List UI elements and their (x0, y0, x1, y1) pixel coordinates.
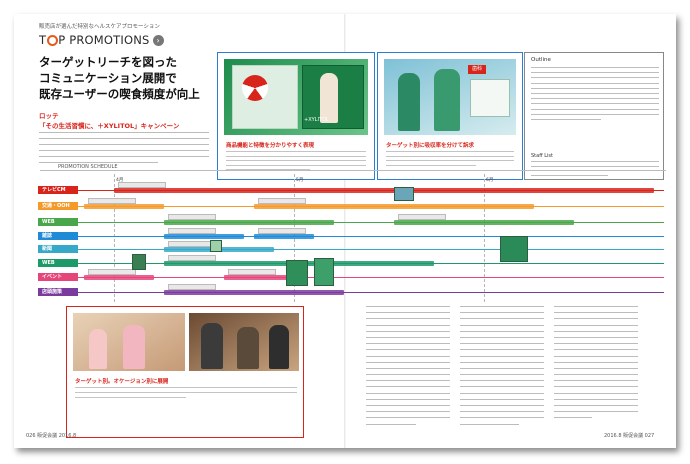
article-column-3 (554, 306, 638, 424)
logo-o-ring (46, 34, 58, 46)
schedule-row-label: イベント (38, 273, 78, 281)
schedule-bar (84, 204, 164, 209)
schedule-row-label: 新聞 (38, 245, 78, 253)
web-thumbnail (500, 236, 528, 262)
schedule-bar (84, 275, 154, 280)
schedule-note-box (168, 214, 216, 220)
footer-right: 2016.8 販促会議 027 (604, 433, 655, 439)
person-figure (89, 329, 107, 369)
logo-text-rest: P PROMOTIONS (58, 33, 150, 47)
outline-title: Outline (531, 57, 551, 63)
panel-a-caption-text (226, 151, 366, 174)
poster-brand: +XYLITOL (304, 117, 329, 123)
schedule-bar (114, 188, 654, 193)
headline-line-3: 既存ユーザーの喫食頻度が向上 (39, 87, 200, 101)
schedule-note-box (258, 198, 306, 204)
article-column-1 (366, 306, 450, 430)
schedule-note-box (258, 228, 306, 234)
outline-box: Outline Staff List (524, 52, 664, 180)
headline-line-2: コミュニケーション展開で (39, 71, 177, 85)
month-divider (484, 174, 485, 302)
person-figure (398, 73, 420, 131)
store-display-thumbnail (286, 260, 308, 286)
person-figure (269, 325, 289, 369)
schedule-bar (254, 204, 534, 209)
logo-text-t: T (39, 33, 47, 47)
person-figure (434, 69, 460, 131)
product-poster-photo: +XYLITOL (224, 59, 368, 135)
schedule-note-box (118, 182, 166, 188)
schedule-bar (164, 290, 344, 295)
schedule-row-line (78, 292, 664, 293)
schedule-row-line (78, 222, 664, 223)
panel-b-caption-text (386, 151, 514, 169)
schedule-bar (164, 220, 334, 225)
outline-text (531, 67, 659, 124)
tvcm-thumbnail (394, 187, 414, 201)
month-label-6: 6月 (486, 178, 494, 183)
schedule-row-label: 交通・OOH (38, 202, 78, 210)
person-figure (123, 325, 145, 369)
dental-scene-photo: 歯科 (384, 59, 516, 135)
clinic-tag: 歯科 (468, 65, 486, 74)
top-promotions-logo: T P PROMOTIONS › (39, 32, 164, 48)
poster-left (232, 65, 298, 129)
headline-line-1: ターゲットリーチを図った (39, 55, 177, 69)
page-gutter (344, 14, 346, 448)
schedule-note-box (228, 269, 276, 275)
dinner-scene-photo (189, 313, 299, 371)
schedule-row-label: 店頭施策 (38, 288, 78, 296)
schedule-row-label: テレビCM (38, 186, 78, 194)
family-scene-photo (73, 313, 185, 371)
schedule-row-line (78, 249, 664, 250)
panel-b-caption: ターゲット別に吸収率を分けて訴求 (386, 143, 475, 149)
article-column-2 (460, 306, 544, 430)
person-figure (320, 73, 338, 123)
schedule-bar (164, 234, 244, 239)
month-label-4: 4月 (116, 178, 124, 183)
schedule-row-label: 雑誌 (38, 232, 78, 240)
schedule-row-line (78, 277, 664, 278)
schedule-note-box (168, 255, 216, 261)
schedule-note-box (168, 228, 216, 234)
schedule-row-line (78, 236, 664, 237)
schedule-row-label: WEB (38, 259, 78, 267)
magazine-spread: 販売店が選んだ特別なヘルスケアプロモーション T P PROMOTIONS › … (14, 14, 676, 448)
gum-graphic (242, 75, 268, 101)
section-kicker: 販売店が選んだ特別なヘルスケアプロモーション (39, 24, 160, 30)
person-figure (201, 323, 223, 369)
panel-occasion-visual: ターゲット別。オケージョン別に展開 (66, 306, 304, 438)
schedule-bar (224, 275, 294, 280)
event-thumbnail (132, 254, 146, 270)
footer-left: 026 販促会議 2016.8 (26, 433, 77, 439)
staff-title: Staff List (531, 153, 553, 159)
schedule-note-box (88, 269, 136, 275)
schedule-row-label: WEB (38, 218, 78, 226)
poster-board (470, 79, 510, 117)
panel-d-caption: ターゲット別。オケージョン別に展開 (75, 379, 169, 385)
store-display-thumbnail (314, 258, 334, 286)
campaign-name: 「その生活習慣に、＋XYLITOL」キャンペーン (39, 122, 180, 130)
month-divider (114, 174, 115, 302)
month-label-5: 5月 (296, 178, 304, 183)
schedule-bar (254, 234, 314, 239)
schedule-note-box (88, 198, 136, 204)
panel-target-visual: 歯科 ターゲット別に吸収率を分けて訴求 (377, 52, 523, 180)
panel-product-visual: +XYLITOL 商品機能と特徴を分かりやすく表現 (217, 52, 375, 180)
panel-d-caption-text (75, 387, 297, 401)
schedule-bar (394, 220, 574, 225)
schedule-note-box (168, 241, 216, 247)
schedule-title: PROMOTION SCHEDULE (58, 164, 118, 170)
schedule-note-box (398, 214, 446, 220)
schedule-note-box (168, 284, 216, 290)
arrow-right-icon: › (152, 34, 164, 46)
panel-a-caption: 商品機能と特徴を分かりやすく表現 (226, 143, 315, 149)
company-name: ロッテ (39, 112, 59, 120)
person-figure (237, 327, 259, 369)
lead-paragraph (39, 132, 209, 168)
promotion-schedule (40, 170, 666, 301)
magazine-thumbnail (210, 240, 222, 252)
